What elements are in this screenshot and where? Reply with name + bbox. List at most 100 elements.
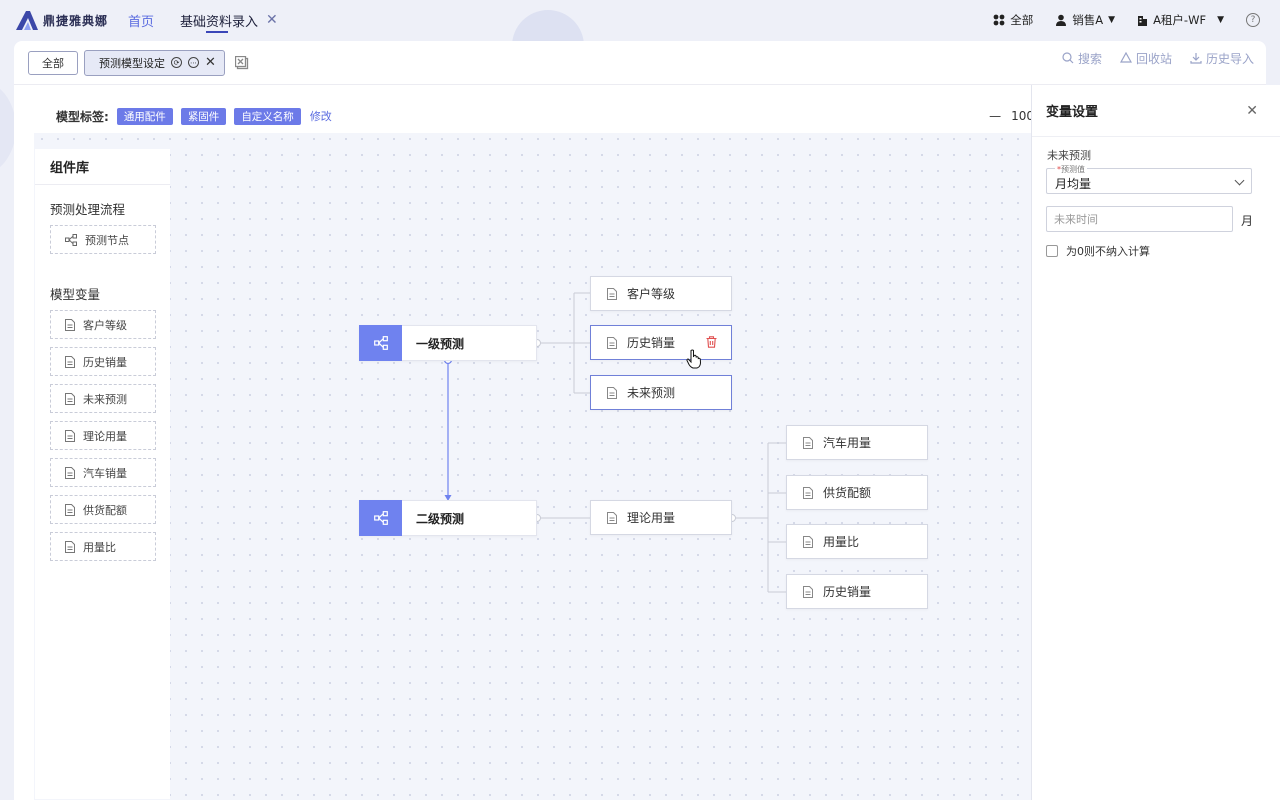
library-item-variable[interactable]: 客户等级 [50, 310, 156, 339]
nav-tab-active[interactable]: 基础资料录入 ✕ [180, 0, 278, 40]
variable-node[interactable]: 客户等级 [590, 276, 732, 311]
document-icon [803, 436, 813, 449]
toolbar: 全部 预测模型设定 ⟳ ⋯ ✕ 搜索 回收站 历史导入 [14, 41, 1266, 85]
all-apps-button[interactable]: 全部 [993, 12, 1033, 28]
variable-node[interactable]: 用量比 [786, 524, 928, 559]
edit-tags-link[interactable]: 修改 [309, 110, 332, 123]
variable-node-label: 汽车用量 [823, 436, 872, 450]
zoom-out-button[interactable]: — [989, 109, 1002, 123]
model-tag[interactable]: 紧固件 [180, 107, 227, 125]
library-item-label: 供货配额 [83, 503, 127, 517]
zoom-level: 100 [1011, 109, 1034, 123]
variable-node-selected[interactable]: 未来预测 [590, 375, 732, 410]
variable-settings-panel: 变量设置 ✕ 未来预测 *预测值 月均量 未来时间 月 为0则不纳入计算 [1031, 85, 1280, 800]
close-icon[interactable]: ✕ [266, 12, 278, 28]
checkbox-label: 为0则不纳入计算 [1066, 245, 1150, 258]
help-icon[interactable]: ? [1246, 13, 1260, 27]
document-icon [65, 540, 75, 553]
model-tag[interactable]: 自定义名称 [234, 107, 301, 125]
variable-node[interactable]: 理论用量 [590, 500, 732, 535]
flow-node-icon [65, 233, 77, 246]
close-icon[interactable]: ✕ [205, 55, 216, 70]
library-item-variable[interactable]: 历史销量 [50, 347, 156, 376]
import-label: 历史导入 [1205, 51, 1254, 66]
tab-underline [206, 31, 229, 33]
zero-exclude-option[interactable]: 为0则不纳入计算 [1046, 243, 1150, 259]
model-tag[interactable]: 通用配件 [116, 107, 173, 125]
library-section-flow: 预测处理流程 [50, 202, 126, 217]
document-icon [803, 585, 813, 598]
import-action[interactable]: 历史导入 [1190, 50, 1254, 67]
zero-exclude-checkbox[interactable] [1046, 245, 1058, 257]
all-filter-button[interactable]: 全部 [28, 50, 78, 75]
brand-name: 鼎捷雅典娜 [43, 13, 109, 28]
library-item-label: 理论用量 [83, 429, 127, 443]
search-icon [1062, 52, 1074, 64]
library-item-variable[interactable]: 供货配额 [50, 495, 156, 524]
document-icon [607, 287, 617, 300]
grid-icon [993, 14, 1005, 26]
library-item-label: 汽车销量 [83, 466, 127, 480]
import-icon [1190, 53, 1202, 64]
user-menu[interactable]: 销售A ▼ [1055, 12, 1115, 28]
search-label: 搜索 [1077, 51, 1102, 66]
variable-node-label: 用量比 [823, 535, 860, 549]
hand-cursor-icon [686, 349, 702, 369]
predict-value-select[interactable]: *预测值 月均量 [1046, 164, 1252, 194]
library-title: 组件库 [35, 149, 170, 185]
search-action[interactable]: 搜索 [1062, 50, 1102, 67]
library-item-label: 未来预测 [83, 392, 127, 406]
user-icon [1056, 14, 1067, 26]
close-all-tabs-icon[interactable] [234, 55, 249, 70]
settings-subtitle: 未来预测 [1047, 149, 1091, 162]
library-item-variable[interactable]: 用量比 [50, 532, 156, 561]
document-icon [803, 535, 813, 548]
document-icon [65, 503, 75, 516]
model-tab-chip[interactable]: 预测模型设定 ⟳ ⋯ ✕ [84, 49, 225, 76]
refresh-icon[interactable]: ⟳ [171, 57, 182, 68]
recycle-action[interactable]: 回收站 [1119, 50, 1172, 67]
library-item-variable[interactable]: 理论用量 [50, 421, 156, 450]
caret-down-icon: ▼ [1217, 15, 1224, 25]
flow-node-icon [359, 325, 402, 361]
model-tags-bar: 模型标签: 通用配件 紧固件 自定义名称 修改 — 100 [34, 99, 1034, 133]
library-item-variable[interactable]: 未来预测 [50, 384, 156, 413]
flow-node-icon [359, 500, 402, 536]
variable-node[interactable]: 历史销量 [786, 574, 928, 609]
variable-node[interactable]: 汽车用量 [786, 425, 928, 460]
predict-node-label: 一级预测 [416, 336, 465, 351]
predict-node-level1[interactable]: 一级预测 [359, 325, 537, 361]
library-item-predict-node[interactable]: 预测节点 [50, 225, 156, 254]
tenant-name: A租户-WF [1153, 13, 1207, 27]
required-mark: * [1057, 165, 1061, 174]
document-icon [65, 318, 75, 331]
library-section-vars: 模型变量 [50, 287, 101, 302]
document-icon [803, 486, 813, 499]
variable-node-hovered[interactable]: 历史销量 [590, 325, 732, 360]
brand-logo[interactable]: 鼎捷雅典娜 [14, 9, 108, 31]
variable-node-label: 历史销量 [627, 336, 676, 350]
library-item-variable[interactable]: 汽车销量 [50, 458, 156, 487]
library-item-label: 客户等级 [83, 318, 127, 332]
tenant-menu[interactable]: A租户-WF ▼ [1137, 12, 1224, 28]
more-icon[interactable]: ⋯ [188, 57, 199, 68]
document-icon [65, 466, 75, 479]
building-icon [1138, 16, 1148, 26]
variable-node-label: 客户等级 [627, 287, 676, 301]
library-item-label: 用量比 [83, 540, 116, 554]
caret-down-icon: ▼ [1108, 15, 1116, 25]
settings-title: 变量设置 [1046, 105, 1099, 120]
document-icon [607, 336, 617, 349]
nav-home-link[interactable]: 首页 [128, 14, 155, 30]
library-item-label: 历史销量 [83, 355, 127, 369]
variable-node[interactable]: 供货配额 [786, 475, 928, 510]
variable-node-label: 理论用量 [627, 511, 676, 525]
top-bar: 鼎捷雅典娜 首页 基础资料录入 ✕ 全部 销售A ▼ A租户-WF ▼ ? [0, 0, 1280, 40]
delete-icon[interactable] [706, 336, 717, 348]
nav-tab-label: 基础资料录入 [180, 14, 259, 30]
recycle-icon [1119, 52, 1132, 63]
future-time-input[interactable]: 未来时间 [1046, 206, 1233, 232]
predict-node-level2[interactable]: 二级预测 [359, 500, 537, 536]
close-icon[interactable]: ✕ [1246, 103, 1258, 119]
document-icon [607, 386, 617, 399]
